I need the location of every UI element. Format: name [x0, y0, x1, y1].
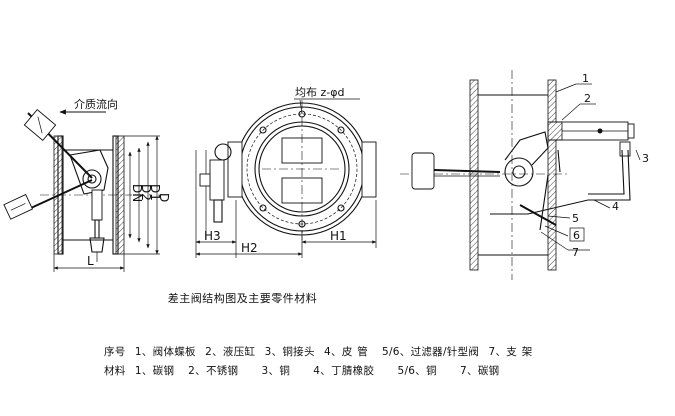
diameter-dimensions: D D1 D2 DN	[124, 135, 171, 255]
assembly-view: 1 2 3 4 5 6 7	[400, 70, 649, 280]
side-section-view: 介质流向	[3, 97, 171, 272]
dim-h3-label: H3	[204, 229, 221, 243]
height-dimensions: H3 H2 H1	[195, 150, 377, 258]
dim-d1-label: D1	[148, 184, 162, 201]
bolt-pattern-label: 均布 z-φd	[295, 86, 344, 99]
length-dimension: L	[53, 254, 125, 272]
callout-3: 3	[642, 152, 649, 165]
dim-dn-label: DN	[130, 184, 144, 202]
callout-4: 4	[612, 200, 619, 213]
dim-l-label: L	[87, 254, 94, 268]
dim-h1-label: H1	[330, 229, 347, 243]
dim-h2-label: H2	[241, 241, 258, 255]
materials-list-row: 材料 1、碳钢 2、不锈钢 3、铜 4、丁腈橡胶 5/6、铜 7、碳钢	[104, 365, 500, 377]
callout-7: 7	[572, 246, 579, 259]
callout-1: 1	[582, 72, 589, 85]
figure-caption: 差主阀结构图及主要零件材料	[167, 292, 318, 305]
flow-direction-label: 介质流向	[74, 97, 118, 111]
dim-d-label: D	[157, 193, 171, 202]
callout-6: 6	[573, 229, 580, 242]
callout-2: 2	[584, 92, 591, 105]
front-view: 均布 z-φd H3 H2 H1	[195, 86, 377, 258]
dim-d2-label: D2	[139, 184, 153, 201]
callout-5: 5	[572, 212, 579, 225]
part-callouts: 1 2 3 4 5 6 7	[540, 72, 649, 259]
parts-list-row: 序号 1、阀体蝶板 2、液压缸 3、铜接头 4、皮 管 5/6、过滤器/针型阀 …	[104, 346, 533, 358]
